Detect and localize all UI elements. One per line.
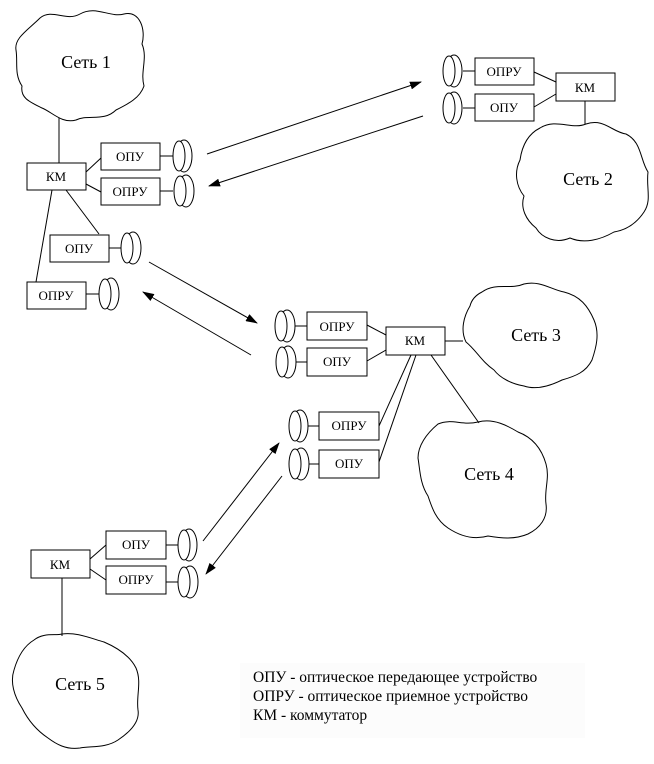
optical-link-arrow [202, 442, 280, 542]
receiver-label: ОПРУ [113, 184, 149, 199]
network-label: Сеть 5 [55, 674, 105, 694]
network-label: Сеть 3 [511, 325, 561, 345]
cloud-net3: Сеть 3 [462, 282, 598, 389]
optical-link-arrow [205, 475, 283, 575]
receiver-label: ОПРУ [119, 572, 155, 587]
optical-lens-icon [98, 277, 120, 311]
cloud-net5: Сеть 5 [11, 633, 140, 749]
transmitter-label: ОПУ [335, 456, 364, 471]
switch-label: КМ [405, 333, 426, 348]
node-net5: КМ ОПУ ОПРУ [30, 528, 199, 636]
optical-lens-icon [172, 139, 193, 173]
receiver-label: ОПРУ [332, 418, 368, 433]
switch-box [555, 72, 616, 102]
switch-box [385, 326, 446, 356]
receiver-label: ОПРУ [39, 288, 75, 303]
network-label: Сеть 2 [563, 169, 613, 189]
cloud-net4: Сеть 4 [417, 420, 548, 539]
switch-label: КМ [575, 80, 596, 95]
legend-item: ОПРУ - оптическое приемное устройство [253, 688, 529, 705]
network-label: Сеть 1 [61, 52, 111, 72]
receiver-box [26, 281, 87, 310]
optical-lens-icon [288, 447, 310, 481]
switch-label: КМ [50, 557, 71, 572]
transmitter-box [100, 142, 161, 171]
optical-lens-icon [120, 231, 142, 265]
switch-box [26, 162, 87, 191]
transmitter-label: ОПУ [490, 100, 519, 115]
transmitter-box [474, 93, 535, 122]
optical-link-arrow [142, 291, 252, 356]
cloud-net2: Сеть 2 [516, 122, 649, 242]
optical-lens-icon [173, 174, 195, 208]
legend-item: ОПУ - оптическое передающее устройство [253, 669, 538, 686]
optical-lens-icon [274, 309, 296, 343]
optical-lens-icon [177, 565, 199, 599]
optical-link-arrow [208, 115, 424, 187]
network-label: Сеть 4 [464, 464, 514, 484]
transmitter-label: ОПУ [323, 354, 352, 369]
optical-link-arrow [148, 261, 258, 324]
transmitter-box [49, 234, 110, 263]
optical-lens-icon [442, 54, 463, 88]
receiver-label: ОПРУ [487, 64, 523, 79]
receiver-box [105, 565, 167, 595]
transmitter-label: ОПУ [116, 149, 145, 164]
switch-label: КМ [46, 169, 67, 184]
legend-item: КМ - коммутатор [253, 707, 368, 724]
transmitter-label: ОПУ [122, 537, 151, 552]
optical-lens-icon [442, 91, 463, 125]
optical-link-arrow [206, 81, 422, 155]
cloud-net1: Сеть 1 [15, 10, 145, 122]
node-net1: КМ ОПУ ОПРУ ОПУ ОПРУ [26, 118, 195, 311]
switch-box [30, 549, 91, 579]
optical-lens-icon [275, 345, 297, 379]
receiver-box [474, 57, 535, 86]
optical-lens-icon [177, 528, 198, 562]
optical-lens-icon [288, 409, 309, 443]
legend: ОПУ - оптическое передающее устройство О… [240, 663, 585, 738]
node-net2: ОПРУ ОПУ КМ [442, 54, 616, 125]
node-net3-net4: ОПРУ ОПУ КМ ОПРУ ОПУ [274, 309, 480, 481]
receiver-label: ОПРУ [320, 319, 356, 334]
transmitter-label: ОПУ [65, 241, 94, 256]
